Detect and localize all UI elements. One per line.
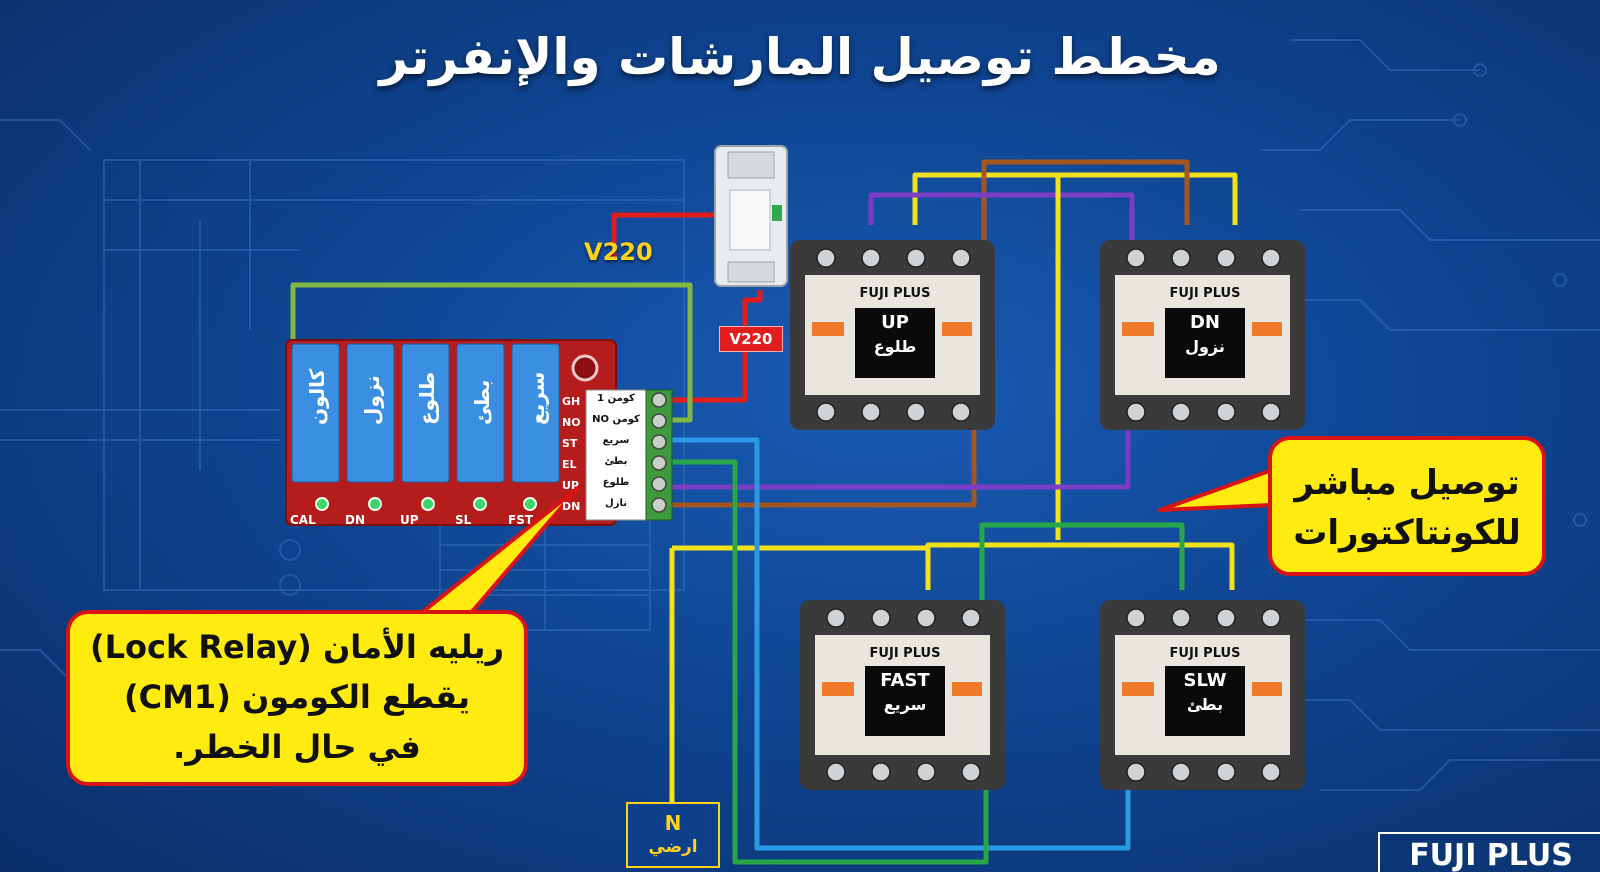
lock-callout-line-3: في حال الخطر. xyxy=(173,728,421,766)
lock-callout-line-2: يقطع الكومون (CM1) xyxy=(123,678,471,716)
contactor-fast-brand: FUJI PLUS xyxy=(869,646,941,661)
contactor-dn-brand: FUJI PLUS xyxy=(1169,286,1241,301)
lock-callout-line-1: ريليه الأمان (Lock Relay) xyxy=(90,628,504,666)
contactor-slw-label: SLW بطئ xyxy=(1165,668,1245,716)
led-label-4: SL xyxy=(455,513,472,527)
neutral-code: N xyxy=(664,811,682,835)
terminal-label-2: كومن NO xyxy=(592,414,640,425)
direct-callout-line-2: للكونتاكتورات xyxy=(1293,513,1521,553)
contactor-up-code: UP xyxy=(881,312,909,333)
contactor-slw-code: SLW xyxy=(1183,670,1227,691)
supply-voltage-label: V220 xyxy=(584,238,653,266)
led-label-3: UP xyxy=(400,513,419,527)
contactor-slw-name: بطئ xyxy=(1186,695,1224,714)
side-code-1: GH xyxy=(562,395,581,408)
relay-label-3: طلوع xyxy=(415,371,439,425)
contactor-dn-label: DN نزول xyxy=(1165,310,1245,358)
side-code-2: NO xyxy=(562,416,581,429)
footer-brand-logo: FUJI PLUS xyxy=(1378,832,1600,872)
relay-label-1: كالون xyxy=(305,368,329,425)
contactor-fast-label: FAST سريع xyxy=(865,668,945,716)
contactor-dn-code: DN xyxy=(1189,312,1220,333)
contactor-dn-name: نزول xyxy=(1185,337,1225,356)
relay-leds xyxy=(315,497,537,511)
contactor-fast-code: FAST xyxy=(880,670,930,691)
wire-yellow-bottom xyxy=(925,542,1235,590)
contactor-screws xyxy=(816,248,1281,782)
relay-label-5: سريع xyxy=(525,371,549,425)
direct-callout-line-1: توصيل مباشر xyxy=(1294,463,1520,503)
terminal-screws xyxy=(651,392,667,513)
neutral-terminal-box: N ارضي xyxy=(626,802,720,868)
relay-label-2: نزول xyxy=(360,375,384,425)
wire-green-fast xyxy=(672,459,989,865)
contactor-up-label: UP طلوع xyxy=(855,310,935,358)
circuit-breaker xyxy=(714,145,788,287)
breaker-voltage-label: V220 xyxy=(719,326,783,352)
terminal-label-6: نازل xyxy=(605,498,627,509)
wire-red-supply xyxy=(611,212,718,258)
terminal-label-4: بطئ xyxy=(604,456,628,467)
led-label-5: FST xyxy=(508,513,534,527)
neutral-name: ارضي xyxy=(648,837,698,857)
wire-green-bottom xyxy=(979,522,1185,665)
contactor-up-name: طلوع xyxy=(873,337,917,356)
side-code-6: DN xyxy=(562,500,581,513)
led-label-1: CAL xyxy=(290,513,316,527)
lock-relay-callout: ريليه الأمان (Lock Relay) يقطع الكومون (… xyxy=(66,610,528,786)
page-title: مخطط توصيل المارشات والإنفرتر xyxy=(379,28,1221,86)
wire-olive-common xyxy=(290,282,693,423)
wire-yellow-top xyxy=(912,172,1238,225)
side-code-3: ST xyxy=(562,437,578,450)
relay-modules xyxy=(291,343,560,483)
direct-connection-callout: توصيل مباشر للكونتاكتورات xyxy=(1268,436,1546,576)
wire-blue-slw xyxy=(672,437,1131,851)
wire-brown-top xyxy=(981,159,1190,305)
side-code-4: EL xyxy=(562,458,577,471)
contactor-slw-brand: FUJI PLUS xyxy=(1169,646,1241,661)
relay-board xyxy=(285,339,673,526)
terminal-label-5: طلوع xyxy=(602,477,630,488)
callout-pointer-direct xyxy=(1158,468,1274,512)
contactor-fast-name: سريع xyxy=(883,695,927,714)
side-code-5: UP xyxy=(562,479,579,492)
relay-label-4: بطئ xyxy=(470,379,494,425)
terminal-label-1: كومن 1 xyxy=(597,393,635,404)
terminal-label-3: سريع xyxy=(602,435,630,446)
led-label-2: DN xyxy=(345,513,366,527)
contactor-up-brand: FUJI PLUS xyxy=(859,286,931,301)
